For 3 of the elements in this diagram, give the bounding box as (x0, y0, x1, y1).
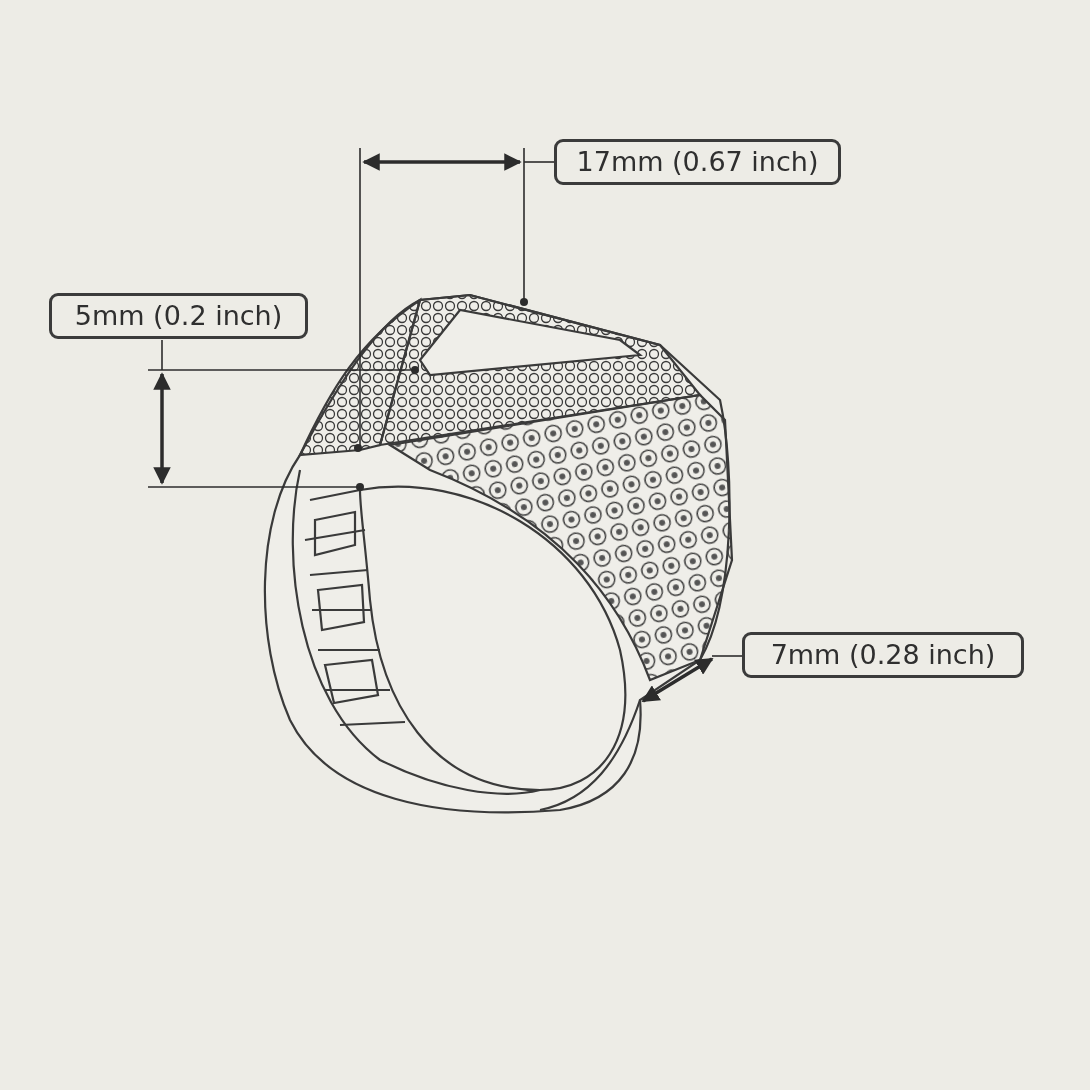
dimension-label: 17mm (0.67 inch) (554, 139, 841, 185)
dimension-label: 7mm (0.28 inch) (742, 632, 1024, 678)
dimension-label: 5mm (0.2 inch) (49, 293, 308, 339)
